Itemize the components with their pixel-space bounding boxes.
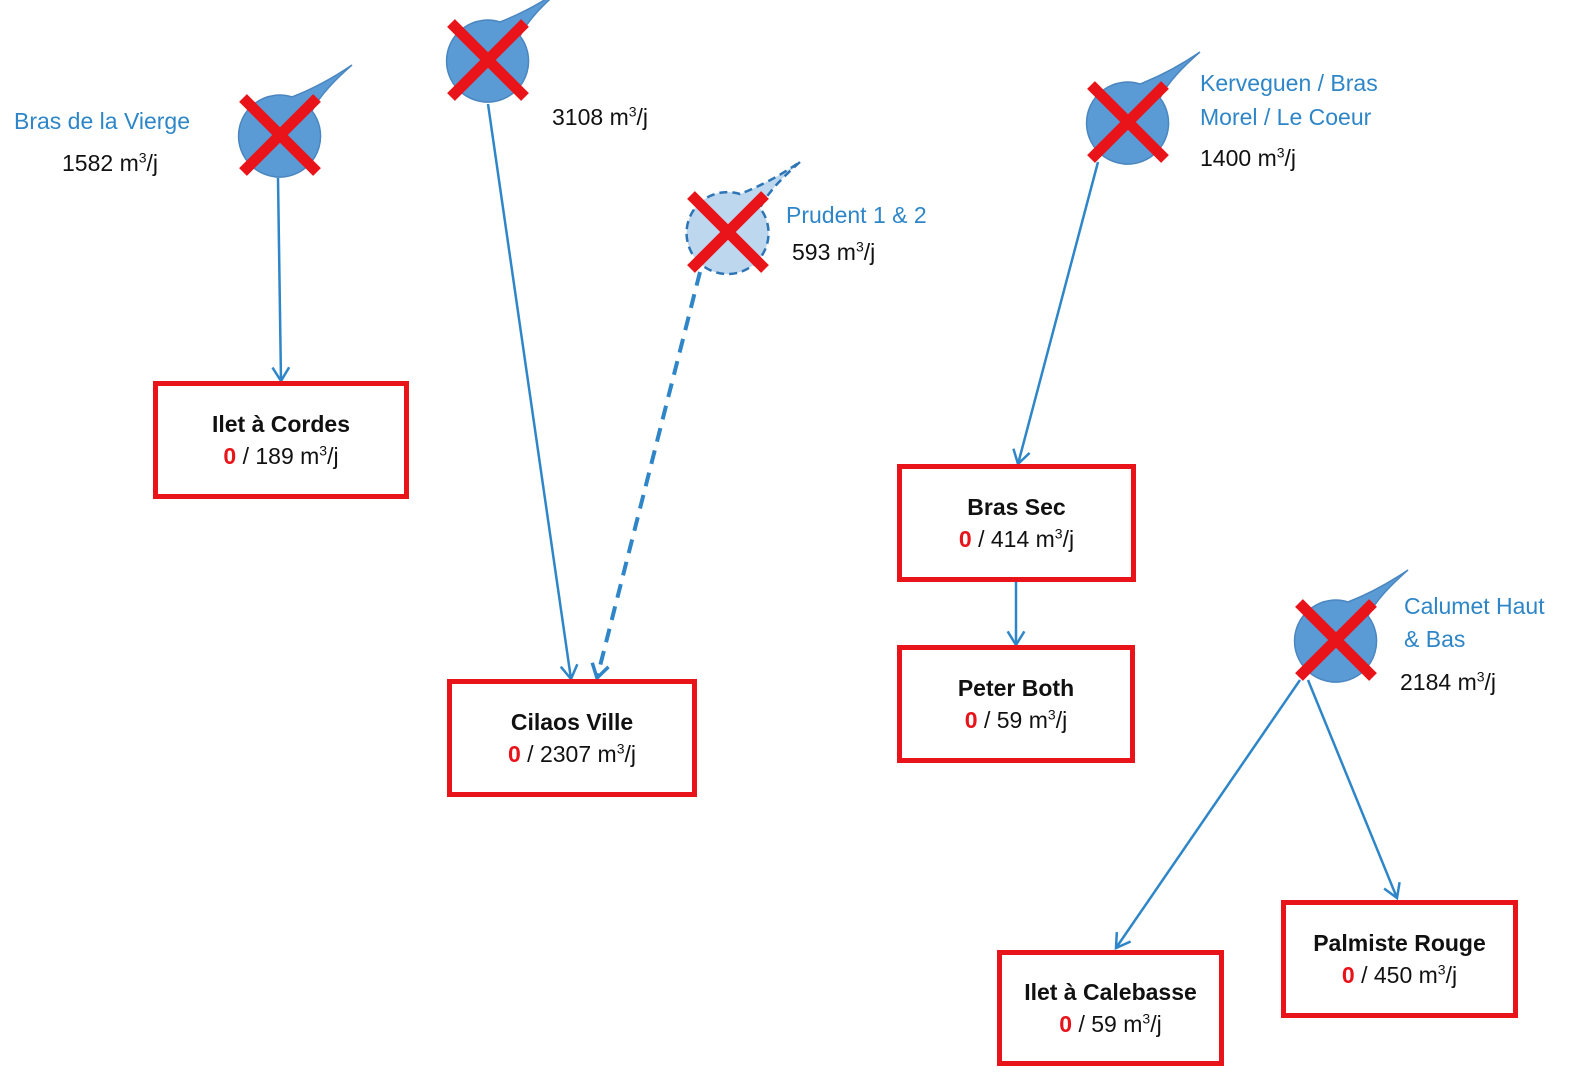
destination-name: Bras Sec [967, 494, 1066, 520]
destination-box-peter-both: Peter Both 0 / 59 m3/j [897, 645, 1135, 763]
source-flow-source-2: 3108 m3/j [552, 103, 649, 130]
link-line [1306, 679, 1399, 899]
link-line [1114, 679, 1302, 949]
source-flow-bras-de-la-vierge: 1582 m3/j [62, 149, 159, 176]
link-line [486, 103, 573, 680]
destination-value: 0 / 189 m3/j [223, 442, 339, 469]
destination-value: 0 / 59 m3/j [964, 706, 1068, 733]
source-flow-calumet: 2184 m3/j [1400, 668, 1497, 695]
water-drop-icon [685, 160, 801, 276]
link-line [595, 271, 702, 679]
source-name-kerveguen-line1: Kerveguen / Bras [1200, 70, 1378, 96]
arrowhead [1114, 931, 1132, 950]
destination-box-ilet-a-cordes: Ilet à Cordes 0 / 189 m3/j [153, 381, 409, 499]
destination-value: 0 / 414 m3/j [958, 525, 1075, 552]
source-name-calumet-line2: & Bas [1404, 626, 1466, 652]
destination-box-cilaos-ville: Cilaos Ville 0 / 2307 m3/j [447, 679, 697, 797]
arrowhead [590, 662, 610, 682]
link-line [1016, 161, 1100, 465]
link-arrow [271, 177, 291, 384]
destination-value: 0 / 59 m3/j [1059, 1010, 1162, 1037]
destination-value: 0 / 2307 m3/j [508, 740, 636, 767]
source-name-prudent: Prudent 1 & 2 [786, 202, 927, 228]
cross-icon [1295, 599, 1377, 681]
destination-box-ilet-a-calebasse: Ilet à Calebasse 0 / 59 m3/j [997, 950, 1224, 1066]
source-name-bras-de-la-vierge: Bras de la Vierge [14, 108, 191, 134]
water-drop-icon [445, 0, 551, 103]
destination-box-bras-sec: Bras Sec 0 / 414 m3/j [897, 464, 1136, 582]
destination-box-palmiste-rouge: Palmiste Rouge 0 / 450 m3/j [1281, 900, 1518, 1018]
destination-value: 0 / 450 m3/j [1341, 961, 1458, 988]
source-name-calumet-line1: Calumet Haut [1404, 593, 1545, 619]
destination-name: Cilaos Ville [510, 709, 634, 735]
destination-name: Peter Both [957, 675, 1075, 701]
water-drop-icon [237, 64, 353, 178]
source-flow-prudent: 593 m3/j [792, 238, 876, 265]
link-line [276, 177, 283, 382]
destination-name: Ilet à Calebasse [1024, 979, 1197, 1005]
water-drop-icon [1293, 569, 1409, 683]
drops-layer [237, 0, 1409, 683]
link-arrow [486, 103, 579, 682]
water-drop-icon [1085, 51, 1201, 165]
source-flow-kerveguen: 1400 m3/j [1200, 144, 1297, 171]
link-arrow [1114, 679, 1302, 950]
cross-icon [447, 19, 529, 101]
arrowhead [1383, 882, 1401, 901]
destination-name: Palmiste Rouge [1313, 930, 1486, 956]
cross-icon [1087, 81, 1169, 163]
link-arrow [590, 271, 702, 682]
cross-icon [239, 94, 321, 176]
links-layer [271, 103, 1401, 950]
link-arrow [1006, 582, 1026, 648]
source-name-kerveguen-line2: Morel / Le Coeur [1200, 104, 1372, 130]
link-arrow [1012, 161, 1100, 467]
destination-name: Ilet à Cordes [211, 411, 351, 437]
link-arrow [1306, 679, 1401, 901]
cross-icon [687, 191, 769, 273]
